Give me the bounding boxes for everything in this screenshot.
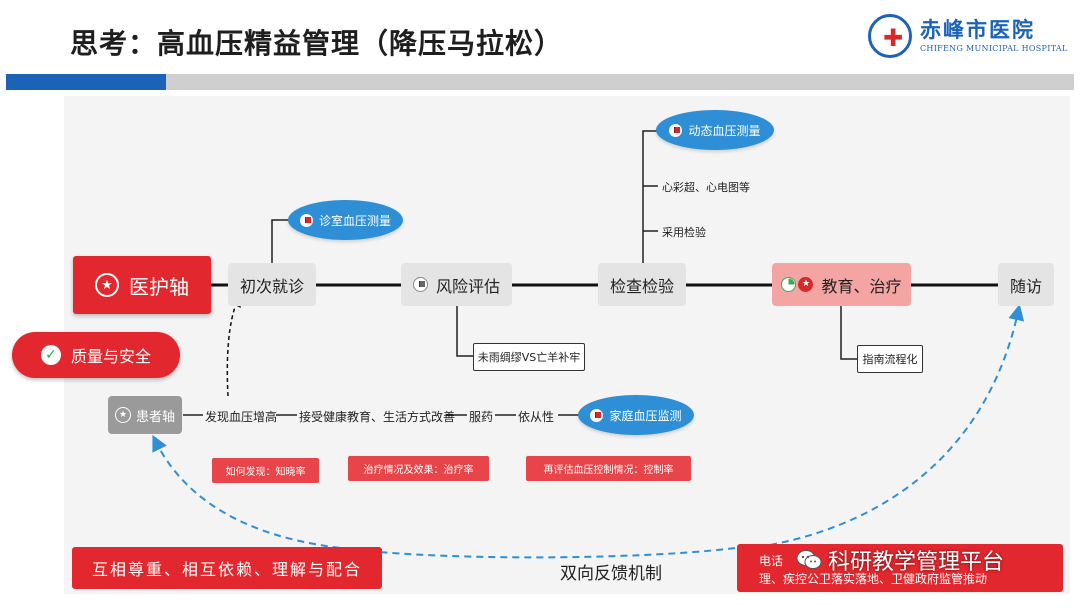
stage-label: 随访 bbox=[1009, 276, 1042, 296]
ellipse-ambulatory-bp: 动态血压测量 bbox=[656, 110, 774, 150]
stage-label: 教育、治疗 bbox=[821, 276, 902, 296]
watermark-text: 科研教学管理平台 bbox=[828, 550, 1005, 575]
quality-safety-label: 质量与安全 bbox=[70, 347, 151, 366]
stage-label: 风险评估 bbox=[435, 276, 500, 296]
patient-axis: ★ 患者轴 bbox=[108, 396, 182, 434]
flag-icon bbox=[299, 213, 313, 227]
flag-icon bbox=[669, 123, 683, 137]
feedback-arrow-right bbox=[769, 304, 1025, 546]
cross-icon: ✚ bbox=[883, 24, 904, 52]
flag-icon bbox=[412, 277, 428, 292]
watermark: 科研教学管理平台 bbox=[796, 544, 1004, 576]
medical-axis-label: 医护轴 bbox=[129, 274, 189, 299]
ellipse-label: 家庭血压监测 bbox=[609, 408, 682, 423]
branch-lines bbox=[183, 130, 857, 416]
star-icon: ★ bbox=[95, 273, 119, 297]
metric-awareness: 如何发现：知晓率 bbox=[212, 458, 319, 483]
stage-label: 检查检验 bbox=[609, 276, 674, 296]
feedback-arrow-left bbox=[152, 434, 736, 559]
footer-right-line2: 理、疾控公卫落实落地、卫健政府监管推动 bbox=[759, 572, 988, 586]
stage-follow-up: 随访 bbox=[998, 263, 1054, 306]
ellipse-label: 诊室血压测量 bbox=[318, 213, 391, 228]
metric-treatment: 治疗情况及效果：治疗率 bbox=[348, 456, 489, 481]
flag-icon bbox=[590, 408, 604, 422]
patient-step: 发现血压增高 bbox=[205, 410, 278, 424]
star-icon: ★ bbox=[114, 407, 131, 423]
exam-item: 心彩超、心电图等 bbox=[662, 181, 750, 194]
patient-axis-label: 患者轴 bbox=[135, 409, 175, 425]
medical-axis: ★ 医护轴 bbox=[73, 256, 211, 314]
header-bar bbox=[166, 74, 1074, 90]
note-risk: 未雨绸缪VS亡羊补牢 bbox=[473, 343, 585, 371]
education-treatment-icons: ★ bbox=[781, 277, 814, 292]
hospital-emblem-icon: ✚ bbox=[868, 14, 912, 58]
pie-icon bbox=[781, 277, 797, 292]
stage-examination: 检查检验 bbox=[598, 263, 686, 306]
ellipse-clinic-bp: 诊室血压测量 bbox=[288, 200, 403, 240]
check-icon: ✓ bbox=[40, 345, 61, 365]
patient-step: 依从性 bbox=[518, 410, 555, 424]
footer-implementation: 电话 理、疾控公卫落实落地、卫健政府监管推动 bbox=[737, 544, 1063, 592]
hospital-name: 赤峰市医院 bbox=[920, 18, 1035, 42]
quality-safety-badge: ✓ 质量与安全 bbox=[12, 332, 180, 378]
patient-step: 服药 bbox=[469, 410, 494, 424]
footer-mutual-respect: 互相尊重、相互依赖、理解与配合 bbox=[72, 547, 382, 589]
stage-risk-assessment: 风险评估 bbox=[401, 263, 512, 306]
star-icon: ★ bbox=[798, 277, 814, 292]
footer-right-line1: 电话 bbox=[759, 554, 784, 568]
stage-label: 初次就诊 bbox=[239, 276, 304, 296]
hospital-logo: ✚ 赤峰市医院 CHIFENG MUNICIPAL HOSPITAL bbox=[868, 14, 1068, 66]
patient-step: 接受健康教育、生活方式改善 bbox=[299, 410, 456, 424]
page-title: 思考：高血压精益管理（降压马拉松） bbox=[70, 27, 564, 60]
ellipse-label: 动态血压测量 bbox=[688, 123, 761, 138]
metric-control: 再评估血压控制情况：控制率 bbox=[526, 456, 691, 481]
exam-item: 采用检验 bbox=[662, 226, 706, 239]
wechat-icon bbox=[796, 549, 822, 571]
header-bar-accent bbox=[6, 74, 166, 90]
note-guideline: 指南流程化 bbox=[857, 345, 923, 373]
stage-first-visit: 初次就诊 bbox=[228, 263, 316, 306]
feedback-mechanism-label: 双向反馈机制 bbox=[560, 564, 662, 584]
dashed-arrow-up bbox=[226, 294, 241, 397]
hospital-name-en: CHIFENG MUNICIPAL HOSPITAL bbox=[920, 44, 1068, 53]
ellipse-home-bp: 家庭血压监测 bbox=[578, 395, 694, 435]
stage-education-treatment: ★ 教育、治疗 bbox=[772, 263, 911, 306]
